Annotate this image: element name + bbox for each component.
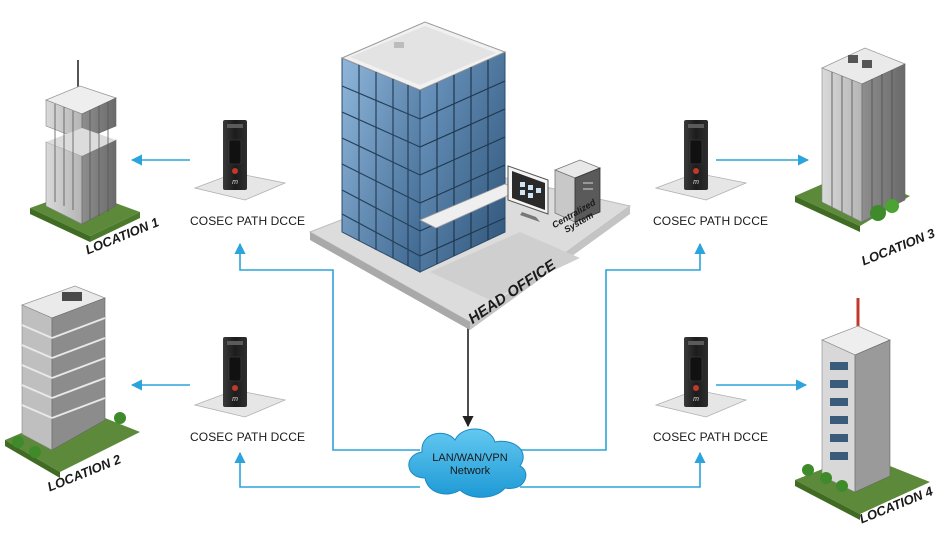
centralized-system: [507, 159, 602, 223]
location-2-building: [5, 285, 140, 478]
svg-text:m: m: [232, 396, 238, 403]
head-office-building: [308, 21, 632, 330]
device-4: m: [654, 337, 748, 418]
location-4-building: [795, 298, 930, 520]
svg-text:m: m: [693, 179, 699, 186]
device-4-label: COSEC PATH DCCE: [653, 430, 769, 444]
device-3: m: [654, 120, 748, 201]
device-1: m: [193, 120, 287, 201]
device-3-label: COSEC PATH DCCE: [653, 214, 769, 228]
device-2: m: [193, 337, 287, 418]
network-label-line-2: Network: [449, 465, 491, 477]
connector-network-device-2: [234, 451, 420, 488]
connector-network-device-3: [520, 242, 706, 451]
svg-text:m: m: [232, 179, 238, 186]
network-label: LAN/WAN/VPN Network: [430, 452, 510, 478]
connector-network-device-1: [234, 242, 420, 451]
location-1-building: [30, 60, 140, 242]
location-3-building: [795, 47, 910, 232]
connector-network-device-4: [520, 451, 706, 488]
device-2-label: COSEC PATH DCCE: [190, 430, 306, 444]
network-label-line-1: LAN/WAN/VPN: [432, 452, 508, 464]
connector-lines: [130, 154, 810, 488]
device-1-label: COSEC PATH DCCE: [190, 214, 306, 228]
svg-text:m: m: [693, 396, 699, 403]
network-cloud: [408, 428, 527, 498]
